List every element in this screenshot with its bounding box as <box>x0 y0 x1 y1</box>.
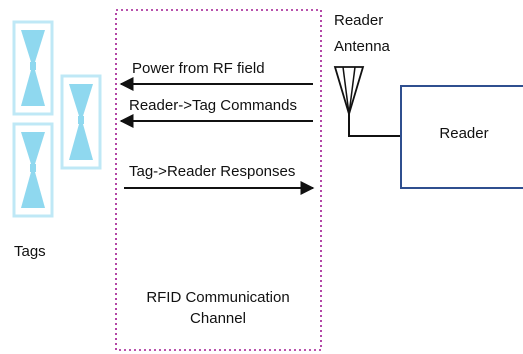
antenna-icon <box>333 66 401 137</box>
tags-label: Tags <box>14 243 46 260</box>
signal-power-label: Power from RF field <box>132 60 265 77</box>
signal-responses-label: Tag->Reader Responses <box>129 163 295 180</box>
tag-1 <box>12 20 54 116</box>
channel-box <box>115 9 322 351</box>
tag-3 <box>12 122 54 218</box>
signal-commands-label: Reader->Tag Commands <box>129 97 297 114</box>
reader-antenna-label-line1: Reader <box>334 12 383 29</box>
channel-label-line2: Channel <box>190 310 246 327</box>
channel-label-line1: RFID Communication <box>146 289 289 306</box>
reader-box <box>400 85 523 189</box>
tag-2 <box>60 74 102 170</box>
reader-antenna-label-line2: Antenna <box>334 38 391 55</box>
reader-label: Reader <box>439 125 488 142</box>
